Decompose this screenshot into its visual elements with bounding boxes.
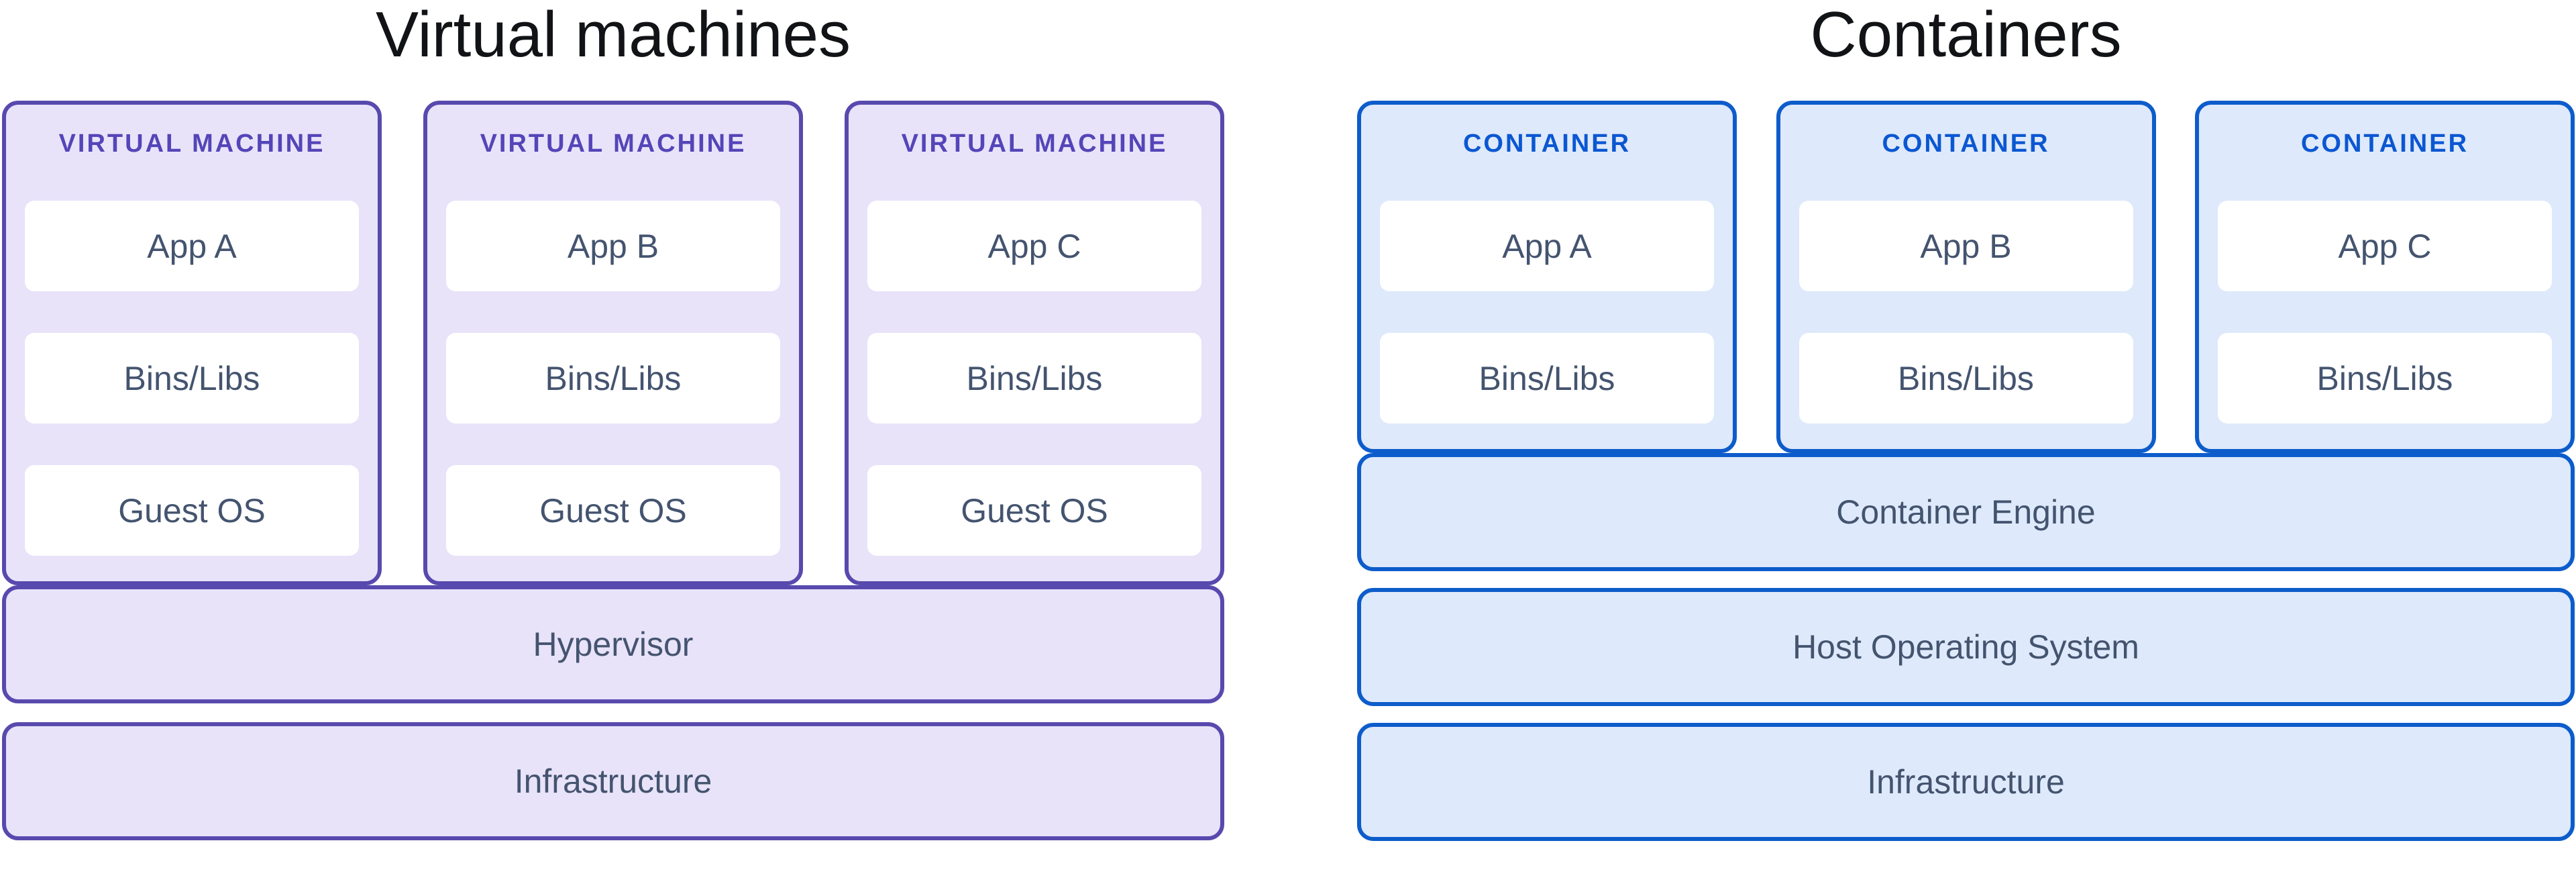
infrastructure-bar-right: Infrastructure — [1357, 723, 2575, 841]
virtual-machine-card-1: VIRTUAL MACHINE App A Bins/Libs Guest OS — [2, 101, 382, 585]
virtual-machines-title: Virtual machines — [376, 0, 851, 70]
vm-card-header: VIRTUAL MACHINE — [901, 130, 1168, 158]
layer-app-a: App A — [25, 201, 359, 291]
virtual-machine-card-2: VIRTUAL MACHINE App B Bins/Libs Guest OS — [423, 101, 803, 585]
container-card-1: CONTAINER App A Bins/Libs — [1357, 101, 1737, 453]
layer-bins-libs: Bins/Libs — [867, 333, 1201, 424]
layer-guest-os: Guest OS — [25, 465, 359, 556]
container-card-2: CONTAINER App B Bins/Libs — [1776, 101, 2156, 453]
container-engine-bar: Container Engine — [1357, 453, 2575, 571]
layer-bins-libs: Bins/Libs — [25, 333, 359, 424]
vm-card-header: VIRTUAL MACHINE — [480, 130, 747, 158]
container-cards-row: CONTAINER App A Bins/Libs CONTAINER App … — [1357, 101, 2575, 453]
layer-bins-libs: Bins/Libs — [2218, 333, 2552, 424]
infrastructure-bar-left: Infrastructure — [2, 722, 1224, 840]
layer-guest-os: Guest OS — [446, 465, 780, 556]
container-card-header: CONTAINER — [1462, 130, 1631, 158]
hypervisor-bar: Hypervisor — [2, 585, 1224, 703]
containers-section: Containers CONTAINER App A Bins/Libs CON… — [1357, 0, 2575, 894]
container-card-header: CONTAINER — [1882, 130, 2050, 158]
layer-app-b: App B — [1799, 201, 2133, 291]
containers-title: Containers — [1810, 0, 2122, 70]
container-card-header: CONTAINER — [2300, 130, 2469, 158]
virtual-machines-section: Virtual machines VIRTUAL MACHINE App A B… — [2, 0, 1224, 894]
vm-card-header: VIRTUAL MACHINE — [58, 130, 325, 158]
layer-app-a: App A — [1380, 201, 1714, 291]
layer-bins-libs: Bins/Libs — [446, 333, 780, 424]
layer-app-c: App C — [867, 201, 1201, 291]
layer-bins-libs: Bins/Libs — [1380, 333, 1714, 424]
layer-guest-os: Guest OS — [867, 465, 1201, 556]
host-operating-system-bar: Host Operating System — [1357, 588, 2575, 706]
layer-app-c: App C — [2218, 201, 2552, 291]
layer-bins-libs: Bins/Libs — [1799, 333, 2133, 424]
virtual-machine-card-3: VIRTUAL MACHINE App C Bins/Libs Guest OS — [845, 101, 1224, 585]
virtual-machine-cards-row: VIRTUAL MACHINE App A Bins/Libs Guest OS… — [2, 101, 1224, 585]
container-card-3: CONTAINER App C Bins/Libs — [2195, 101, 2575, 453]
layer-app-b: App B — [446, 201, 780, 291]
